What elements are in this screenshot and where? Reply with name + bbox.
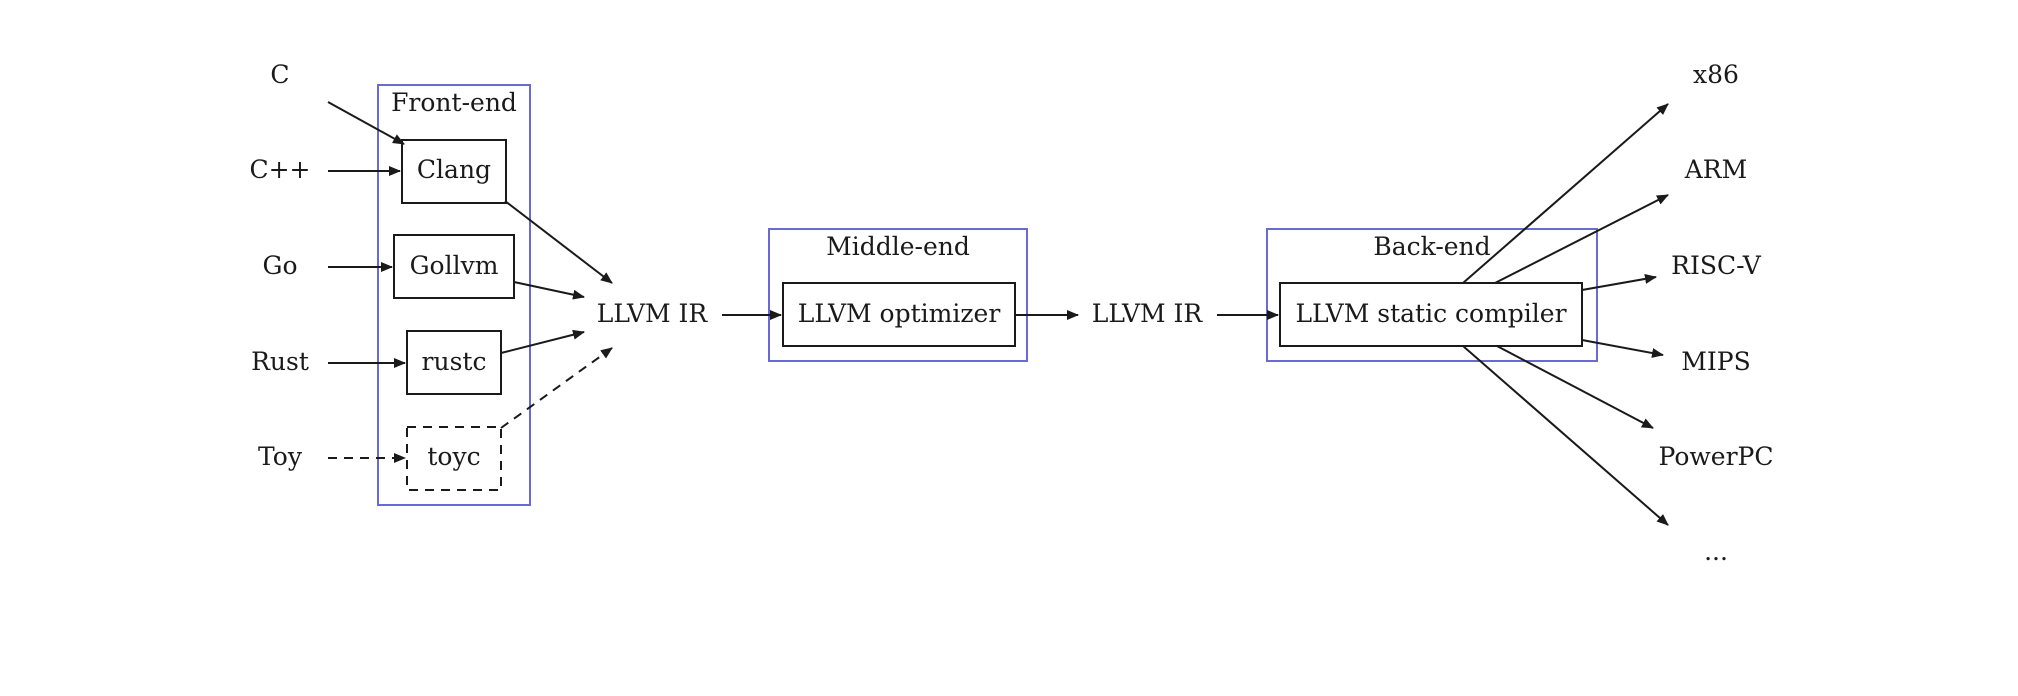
edge-c-clang <box>327 101 405 145</box>
target-mips: MIPS <box>1681 347 1750 376</box>
frontend-title: Front-end <box>391 88 517 117</box>
optimizer-label: LLVM optimizer <box>798 299 1001 328</box>
backend-cluster <box>1266 228 1598 362</box>
clang-label: Clang <box>417 155 491 184</box>
edge-compiler-more <box>1462 345 1669 526</box>
clang-node <box>401 139 507 204</box>
toyc-label: toyc <box>427 442 480 471</box>
input-toy: Toy <box>258 442 303 471</box>
edge-gollvm-ir <box>513 281 585 300</box>
input-rust: Rust <box>251 347 309 376</box>
edge-compiler-arm <box>1494 194 1669 284</box>
middleend-title: Middle-end <box>826 232 970 261</box>
gollvm-node <box>393 234 515 299</box>
target-more: ... <box>1704 537 1728 566</box>
edge-compiler-mips <box>1581 339 1664 358</box>
edge-compiler-x86 <box>1462 103 1669 284</box>
input-cpp: C++ <box>249 155 310 184</box>
input-go: Go <box>262 251 297 280</box>
input-c: C <box>270 60 289 89</box>
static-compiler-label: LLVM static compiler <box>1295 299 1566 328</box>
llvm-ir-2: LLVM IR <box>1092 299 1204 328</box>
target-riscv: RISC-V <box>1671 251 1762 280</box>
edge-rustc-ir <box>500 329 585 354</box>
llvm-ir-1: LLVM IR <box>597 299 709 328</box>
target-arm: ARM <box>1684 155 1747 184</box>
toyc-node <box>406 426 502 491</box>
edge-compiler-riscv <box>1581 273 1657 291</box>
edge-compiler-powerpc <box>1496 345 1654 429</box>
static-compiler-node <box>1279 282 1583 347</box>
rustc-label: rustc <box>422 347 487 376</box>
rustc-node <box>406 330 502 395</box>
edge-clang-ir <box>504 200 613 284</box>
edge-toyc-ir <box>500 347 613 429</box>
frontend-cluster <box>377 84 531 506</box>
optimizer-node <box>782 282 1016 347</box>
target-powerpc: PowerPC <box>1659 442 1774 471</box>
target-x86: x86 <box>1693 60 1739 89</box>
backend-title: Back-end <box>1373 232 1490 261</box>
middleend-cluster <box>768 228 1028 362</box>
gollvm-label: Gollvm <box>410 251 499 280</box>
